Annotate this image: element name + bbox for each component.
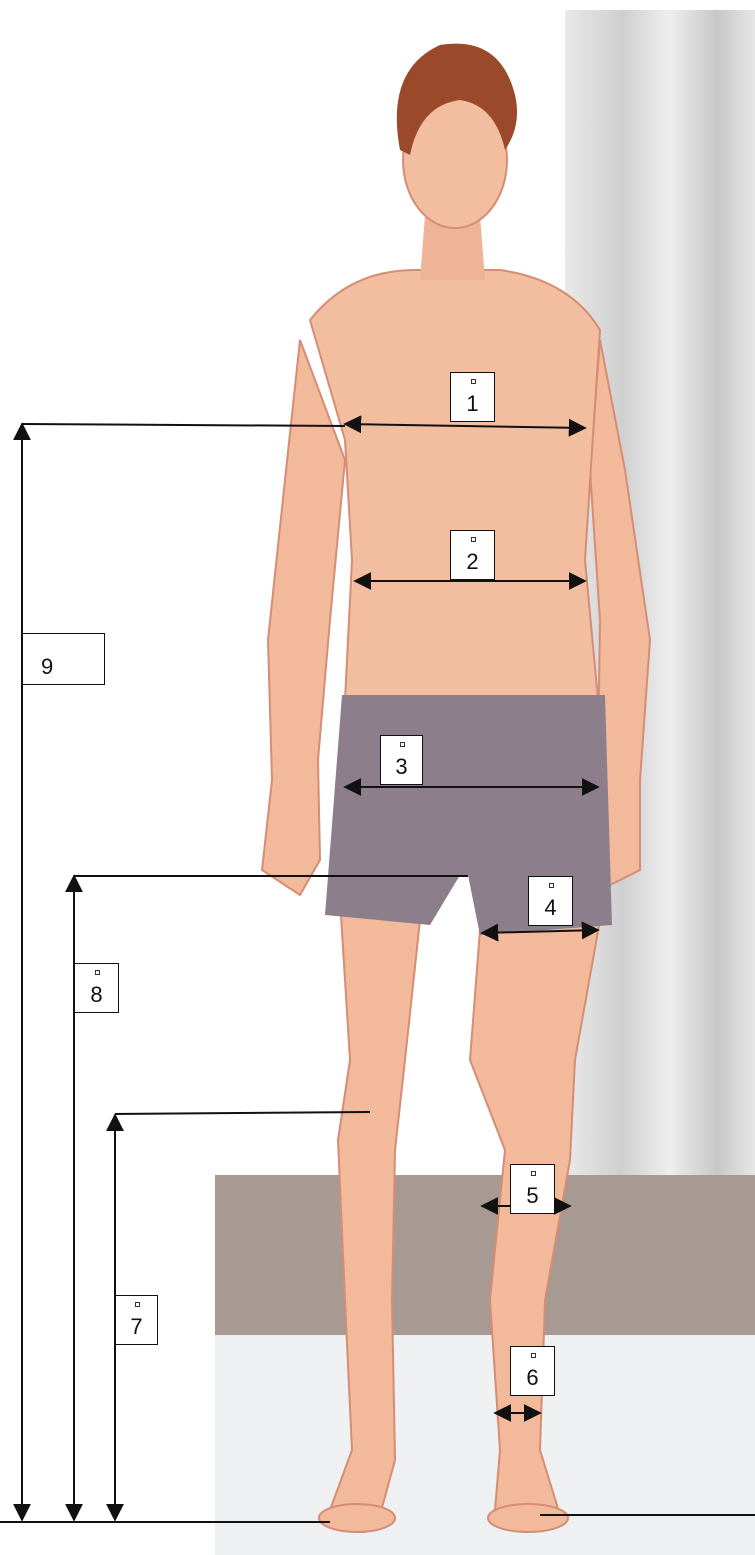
label-marker — [531, 1171, 536, 1176]
measurement-label-5-text: 5 — [511, 1183, 554, 1209]
measurement-label-3: 3 — [380, 735, 423, 785]
label-marker — [531, 1353, 536, 1358]
left-arm — [262, 340, 345, 895]
measurement-label-4: 4 — [528, 876, 573, 926]
measurement-label-1: 1 — [450, 372, 495, 422]
measurement-label-1-text: 1 — [451, 391, 494, 417]
label-marker — [471, 379, 476, 384]
wall-band — [215, 1175, 755, 1335]
measurement-7-top-guide — [115, 1112, 370, 1114]
label-marker — [549, 883, 554, 888]
torso — [310, 270, 600, 700]
measurement-label-8-text: 8 — [75, 982, 118, 1008]
measurement-label-6-text: 6 — [511, 1365, 554, 1391]
measurement-label-7-text: 7 — [116, 1314, 157, 1340]
label-marker — [135, 1302, 140, 1307]
measurement-label-5: 5 — [510, 1164, 555, 1214]
measurement-label-3-text: 3 — [381, 754, 422, 780]
measurement-label-9: 9 — [22, 633, 105, 685]
label-marker — [95, 970, 100, 975]
measurement-label-8: 8 — [74, 963, 119, 1013]
measurement-label-2: 2 — [450, 530, 495, 580]
measurement-label-2-text: 2 — [451, 549, 494, 575]
label-marker — [400, 742, 405, 747]
measurement-label-9-text: 9 — [23, 654, 104, 680]
label-marker — [471, 537, 476, 542]
right-foot — [488, 1504, 568, 1532]
left-foot — [319, 1504, 395, 1532]
measurement-label-6: 6 — [510, 1346, 555, 1396]
measurement-label-4-text: 4 — [529, 895, 572, 921]
measurement-label-7: 7 — [115, 1295, 158, 1345]
